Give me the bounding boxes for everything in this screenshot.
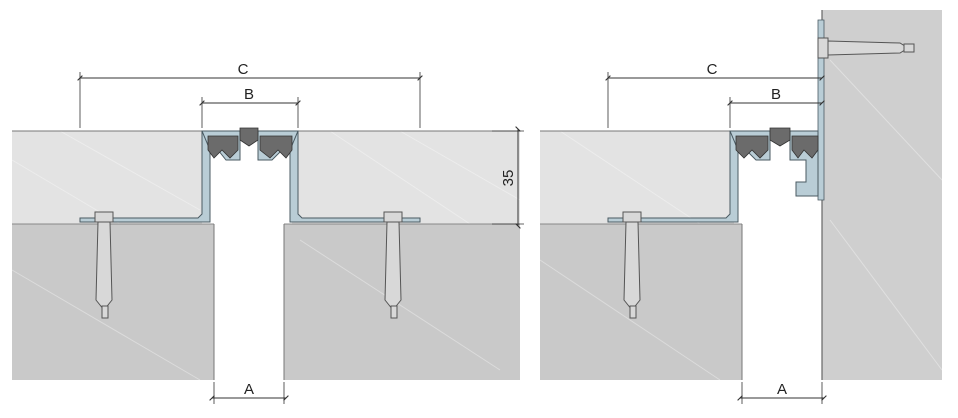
dimension-a-right: A bbox=[737, 381, 827, 404]
expansion-joint-profile-icon bbox=[79, 127, 421, 223]
dimension-b-left: B bbox=[199, 86, 301, 128]
dimension-a-left-label: A bbox=[244, 381, 254, 398]
dimension-b-left-label: B bbox=[244, 86, 254, 103]
dimension-c-right-label: C bbox=[707, 61, 718, 78]
dimension-b-right: B bbox=[727, 86, 825, 128]
dimension-b-right-label: B bbox=[771, 86, 781, 103]
right-screed bbox=[540, 131, 734, 224]
left-screed-right bbox=[292, 131, 520, 224]
left-slab-right bbox=[284, 224, 520, 380]
dimension-height: 35 bbox=[492, 126, 524, 229]
dimension-c-left: C bbox=[77, 61, 423, 128]
dimension-a-left: A bbox=[209, 381, 289, 404]
wall-anchor-icon bbox=[817, 37, 915, 59]
right-assembly: C B A bbox=[539, 10, 943, 404]
anchor-bolt-icon bbox=[383, 211, 403, 319]
dimension-height-label: 35 bbox=[500, 170, 517, 187]
right-wall bbox=[822, 10, 942, 380]
dimension-c-right: C bbox=[605, 61, 825, 128]
anchor-bolt-icon bbox=[622, 211, 642, 319]
left-assembly: C B A 35 bbox=[11, 61, 524, 404]
anchor-bolt-icon bbox=[94, 211, 114, 319]
dimension-c-left-label: C bbox=[238, 61, 249, 78]
right-slab bbox=[540, 224, 742, 380]
left-slab-left bbox=[12, 224, 214, 380]
left-screed-left bbox=[12, 131, 202, 224]
dimension-a-right-label: A bbox=[777, 381, 787, 398]
